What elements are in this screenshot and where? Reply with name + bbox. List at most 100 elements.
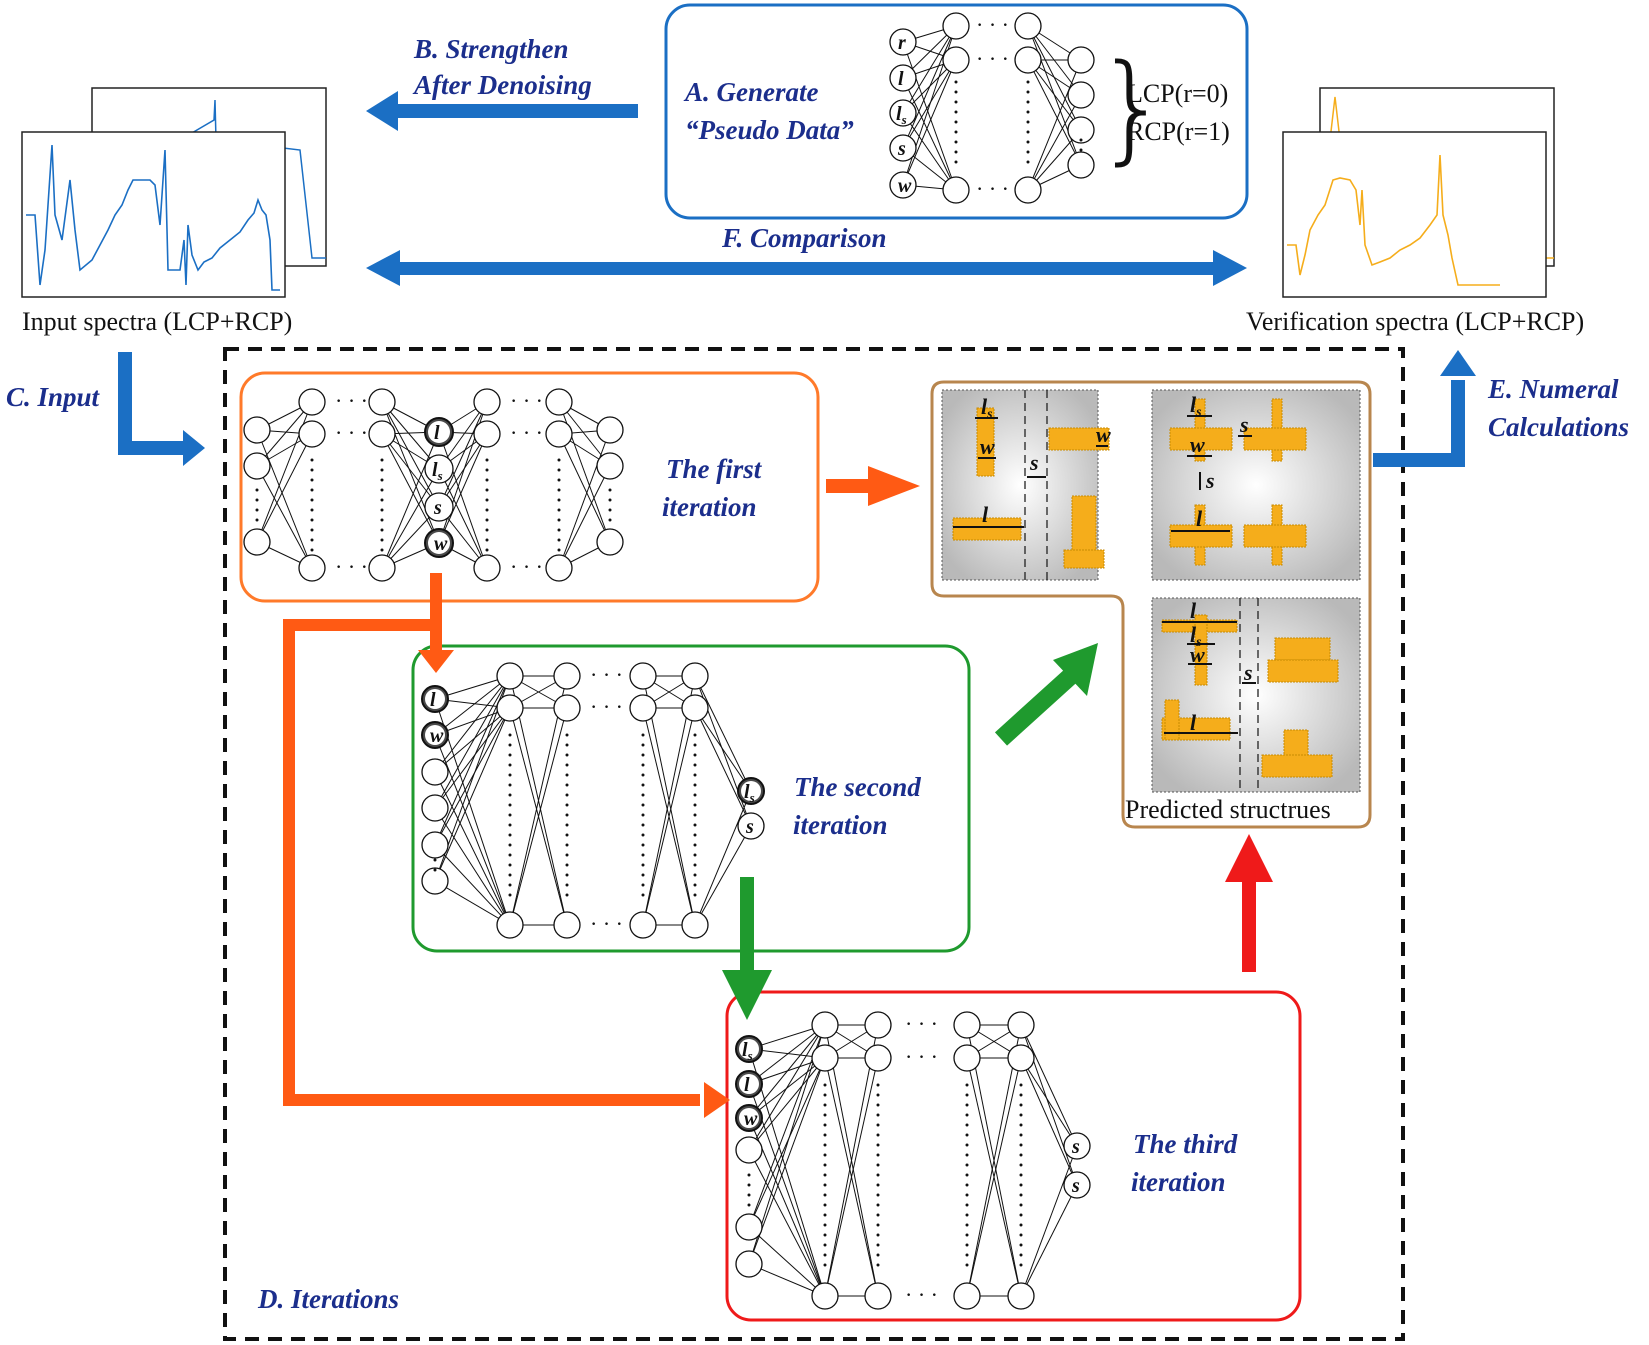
ellipsis-dot	[641, 733, 645, 737]
gold-resonator	[1243, 524, 1307, 548]
ellipsis-dot	[1026, 80, 1030, 84]
ellipsis-dot	[608, 488, 612, 492]
network-node	[629, 694, 657, 722]
network-edge	[748, 1263, 826, 1297]
network-edge	[256, 401, 313, 467]
network-node	[953, 1044, 981, 1072]
ellipsis-dot	[965, 1213, 969, 1217]
ellipsis-dot	[565, 813, 569, 817]
ellipsis-dot	[876, 1243, 880, 1247]
network-edge	[1020, 1145, 1078, 1297]
step-a-line2: “Pseudo Data”	[685, 115, 854, 145]
ellipsis-dot	[255, 518, 259, 522]
ellipsis-dot	[485, 498, 489, 502]
ellipsis-dot	[823, 1083, 827, 1087]
green-arrow-down	[722, 877, 772, 1020]
dimension-label: w	[1096, 422, 1111, 447]
ellipsis-dot	[823, 1123, 827, 1127]
gold-resonator	[1274, 637, 1331, 661]
ellipsis-dot	[310, 548, 314, 552]
network-edge	[558, 465, 611, 569]
ellipsis-dot	[876, 1203, 880, 1207]
ellipsis-dot	[641, 813, 645, 817]
ellipsis-dot	[380, 528, 384, 532]
network-node	[737, 812, 765, 840]
ellipsis-dot	[565, 793, 569, 797]
network-node	[553, 662, 581, 690]
network-edge	[1020, 1057, 1078, 1186]
gold-resonator	[1063, 549, 1105, 569]
ellipsis-dot	[1026, 110, 1030, 114]
ellipsis-dot	[641, 743, 645, 747]
ellipsis-dot	[380, 548, 384, 552]
network-node	[681, 694, 709, 722]
ellipsis-dot	[1019, 1253, 1023, 1257]
network-node	[942, 176, 970, 204]
dimension-label: l	[982, 502, 989, 527]
ellipsis-dot	[565, 773, 569, 777]
network-edge	[558, 433, 611, 543]
ellipsis-dot	[1026, 90, 1030, 94]
ellipsis-dot	[380, 508, 384, 512]
ellipsis-dot	[876, 1113, 880, 1117]
verification-spectra-label: Verification spectra (LCP+RCP)	[1246, 307, 1584, 336]
network-edge	[256, 433, 313, 543]
network-node	[942, 46, 970, 74]
ellipsis-dot	[485, 528, 489, 532]
network-edge	[966, 1024, 1022, 1297]
node-ring	[425, 689, 445, 709]
network-edge	[824, 1057, 879, 1297]
network-node	[1067, 116, 1095, 144]
ellipsis-dot	[693, 873, 697, 877]
ellipsis-dot	[565, 853, 569, 857]
network-node	[629, 662, 657, 690]
ellipsis-dot	[641, 843, 645, 847]
network-node	[421, 867, 449, 895]
ellipsis-dot	[557, 478, 561, 482]
ellipsis-dot	[310, 528, 314, 532]
network-edge	[902, 25, 957, 149]
ellipsis-horizontal: · · ·	[976, 12, 1009, 37]
ellipsis-dot	[823, 1163, 827, 1167]
network-edge	[438, 401, 488, 508]
ellipsis-dot	[965, 1253, 969, 1257]
node-label: w	[898, 175, 912, 197]
ellipsis-dot	[508, 873, 512, 877]
ellipsis-horizontal: · · ·	[976, 46, 1009, 71]
ellipsis-dot	[876, 1263, 880, 1267]
network-node	[629, 911, 657, 939]
ellipsis-dot	[965, 1173, 969, 1177]
network-edge	[558, 429, 611, 569]
ellipsis-dot	[876, 1133, 880, 1137]
network-node	[681, 662, 709, 690]
gold-resonator	[952, 517, 1022, 541]
ellipsis-dot	[508, 843, 512, 847]
network-edge	[381, 401, 440, 470]
network-node	[496, 662, 524, 690]
ellipsis-dot	[965, 1193, 969, 1197]
network-node	[735, 1250, 763, 1278]
ellipsis-dot	[557, 508, 561, 512]
ellipsis-dot	[485, 468, 489, 472]
network-node	[1067, 151, 1095, 179]
ellipsis-dot	[823, 1213, 827, 1217]
lcp-output-label: LCP(r=0)	[1127, 79, 1228, 108]
network-node	[889, 99, 917, 127]
ellipsis-dot	[876, 1083, 880, 1087]
ellipsis-dot	[508, 783, 512, 787]
predicted-structures-label: Predicted structrues	[1125, 795, 1331, 824]
step-c-label: C. Input	[6, 382, 101, 412]
ellipsis-dot	[1019, 1093, 1023, 1097]
ellipsis-dot	[380, 518, 384, 522]
ellipsis-dot	[1026, 150, 1030, 154]
ellipsis-dot	[565, 883, 569, 887]
ellipsis-dot	[310, 468, 314, 472]
node-label: s	[897, 138, 906, 160]
node-ring	[739, 1039, 759, 1059]
ellipsis-dot	[641, 763, 645, 767]
ellipsis-dot	[823, 1253, 827, 1257]
ellipsis-dot	[485, 488, 489, 492]
ellipsis-dot	[823, 1173, 827, 1177]
dimension-label: s	[1239, 412, 1249, 437]
ellipsis-dot	[641, 773, 645, 777]
